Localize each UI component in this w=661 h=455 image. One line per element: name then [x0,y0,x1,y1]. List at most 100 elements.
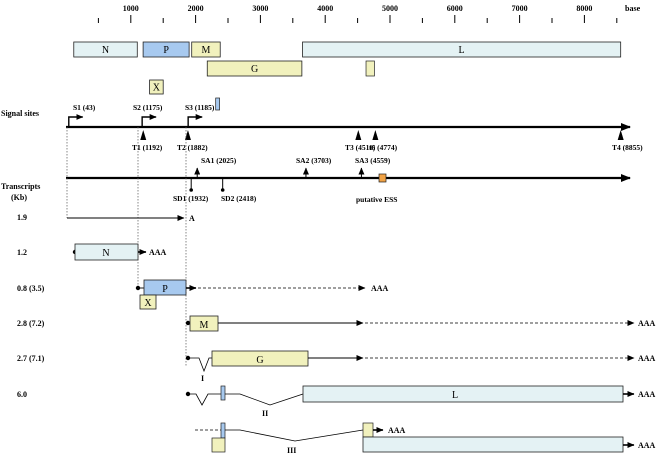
exon-m-label: M [200,320,209,331]
splice-sites-track: SD1 (1932) SD2 (2418) SA1 (2025) SA2 (3703)… [66,156,631,204]
blue-mini-exon [220,422,226,439]
terminator-triangle [617,130,624,140]
intron-i-label: I [201,374,204,383]
cap-dot [185,391,191,397]
putative-ess-marker [378,173,387,183]
exon-g-label: G [256,355,263,366]
yellow-mini-exon [362,422,374,438]
reference-lines [66,127,187,367]
gene-m-label: M [202,45,211,56]
gene-p [142,41,190,58]
scale-unit-label: base [625,4,641,13]
transcript-size: 1.2 [17,248,27,257]
yellow-mini-exon [211,437,226,453]
promoter-label: S3 (1185) [185,103,215,112]
blue-mini-exon [220,385,226,401]
transcript-end-label: AAA [371,284,389,293]
terminator-label: t6 (4774) [369,143,398,152]
terminator-triangle [184,130,191,140]
terminator-label: T3 (4511) [345,143,376,152]
cap-dot [185,355,191,361]
blue-mark-rect [215,97,220,111]
gene-x-label: X [153,83,161,94]
scale-tick-label: 4000 [317,4,333,13]
gene-x [149,79,164,95]
promoter-label: S1 (43) [73,103,96,112]
transcript-end-label: AAA [638,390,656,399]
exon-l-label: L [452,390,458,401]
transcript-row-5: 2.7 (7.1) I G AAA [17,350,656,383]
scale-tick-label: 6000 [447,4,463,13]
gene-g-label: G [251,64,258,75]
exon-x-label: X [144,298,152,309]
g-extra-rect [365,60,375,77]
splice-acceptor-label: SA3 (4559) [355,156,391,165]
transcript-row-1: 1.9 A [17,213,195,223]
promoter-arrow [141,114,157,126]
transcript-size: 1.9 [17,213,27,222]
terminator-label: T4 (8855) [612,143,643,152]
scale-ruler: 1000 2000 3000 4000 5000 6000 7000 8000 base [97,4,641,23]
transcript-size: 2.7 (7.1) [17,354,45,363]
scale-ticks: 1000 2000 3000 4000 5000 6000 7000 8000 [97,4,618,23]
transcript-row-6: 6.0 II L AAA [17,385,656,418]
exon-g [211,350,309,367]
splice-donor-dot [189,188,193,192]
transcript-end-label: A [189,214,195,223]
gene-g [206,60,303,77]
exon-m [189,315,219,332]
gene-l [302,41,622,58]
splice-junction [189,393,221,406]
transcript-size: 2.8 (7.2) [17,319,45,328]
scale-tick-label: 8000 [576,4,592,13]
transcript-row-4: 2.8 (7.2) M AAA [17,315,656,332]
scale-tick-label: 5000 [382,4,398,13]
transcript-size: 6.0 [17,390,27,399]
terminator-label: T1 (1192) [132,143,163,152]
splice-donor-label: SD2 (2418) [221,194,257,203]
terminators: T1 (1192)T2 (1882)T3 (4511)t6 (4774)T4 (… [132,130,643,152]
exon-l [302,385,624,403]
splice-junction [225,429,364,442]
exon-n-label: N [102,248,109,259]
exon-l-segment [362,436,624,453]
signal-sites-title: Signal sites [1,109,39,118]
terminator-triangle [372,130,379,140]
scale-tick-label: 2000 [188,4,204,13]
transcripts-unit: (Kb) [11,193,27,202]
promoter-label: S2 (1175) [133,103,163,112]
gene-l-label: L [459,45,465,56]
transcript-end-label: AAA [638,354,656,363]
splice-junction [225,393,304,406]
splice-acceptor-label: SA1 (2025) [201,156,237,165]
intron-ii-label: II [262,409,268,418]
splice-donor-label: SD1 (1932) [173,194,209,203]
exon-x [139,294,157,310]
signal-sites-track: Signal sites S1 (43) S2 (1175) S3 (1185) T… [1,103,643,152]
promoter-arrow [68,114,84,126]
terminator-triangle [140,130,147,140]
transcript-end-label: AAA [388,426,406,435]
transcripts-title: Transcripts [1,182,40,191]
splice-junction [189,357,212,373]
terminator-triangle [355,130,362,140]
promoter-arrow [187,114,203,126]
transcript-end-label: AAA [638,319,656,328]
intron-iii-label: III [287,446,296,455]
gene-m [191,41,221,58]
transcript-row-2: 1.2 N AAA [17,243,167,261]
transcript-row-7: III AAA AAA [195,422,656,455]
splice-marks: SD1 (1932) SD2 (2418) SA1 (2025) SA2 (3703)… [173,156,391,203]
cap-dot [185,320,191,326]
transcript-size: 0.8 (3.5) [17,284,45,293]
gene-n-label: N [102,45,109,56]
transcript-end-label: AAA [149,248,167,257]
promoters: S1 (43) S2 (1175) S3 (1185) [68,103,215,126]
scale-tick-label: 1000 [123,4,139,13]
scale-tick-label: 7000 [512,4,528,13]
scale-tick-label: 3000 [252,4,268,13]
gene-n [73,41,138,58]
splice-acceptor-label: SA2 (3703) [296,156,332,165]
